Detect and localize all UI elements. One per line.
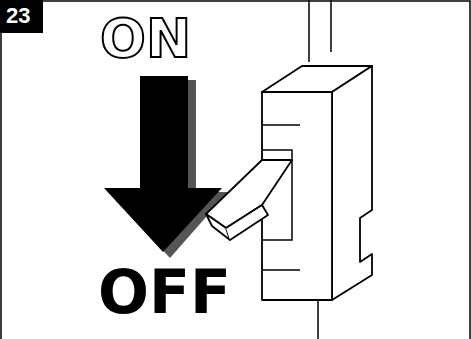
toggle-lever-side	[226, 205, 268, 240]
breaker-front	[262, 92, 332, 300]
cable	[309, 0, 331, 62]
step-badge	[0, 0, 43, 33]
step-number: 23	[6, 5, 30, 27]
on-label: ON	[100, 12, 191, 66]
off-arrow	[104, 76, 222, 252]
off-label: OFF	[98, 262, 231, 322]
breaker-side	[332, 66, 372, 300]
cable	[317, 300, 319, 339]
